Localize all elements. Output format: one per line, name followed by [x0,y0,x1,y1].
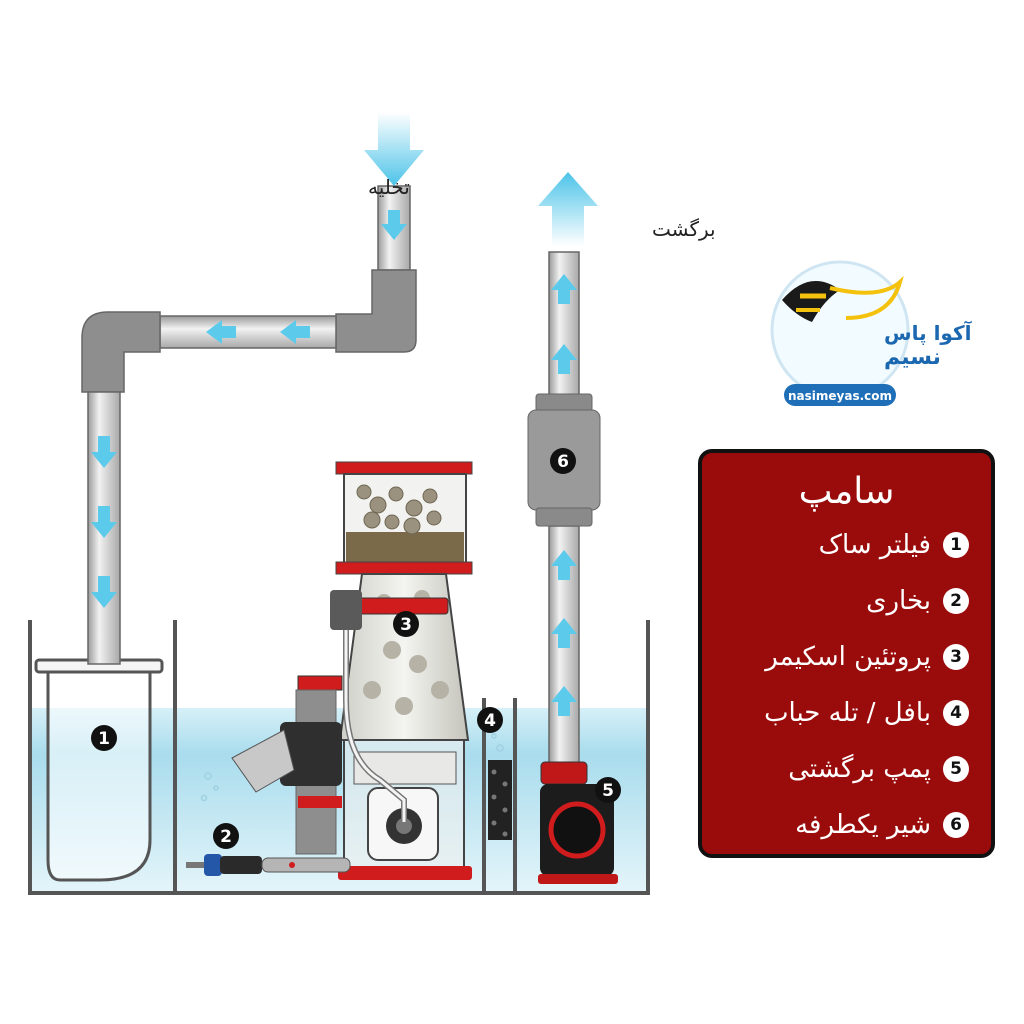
marker-1: 1 [91,725,117,751]
heater [186,854,351,876]
drain-pipe [81,185,417,665]
marker-2: 2 [213,823,239,849]
legend-item: 4 بافل / تله حباب [702,685,991,741]
return-label: برگشت [652,217,716,241]
logo-url: nasimeyas.com [788,389,892,403]
brand-logo: آکوا پاس نسیم nasimeyas.com [770,260,973,406]
legend-text: فیلتر ساک [818,530,931,560]
legend-panel: سامپ 1 فیلتر ساک 2 بخاری 3 پروتئین اسکیم… [698,449,995,858]
filter-sock [34,658,164,882]
legend-number: 1 [943,532,969,558]
logo-brand-line1: آکوا پاس [884,320,973,346]
legend-item: 1 فیلتر ساک [702,517,991,573]
legend-text: بافل / تله حباب [764,698,931,728]
svg-text:1: 1 [98,729,110,749]
legend-number: 5 [943,756,969,782]
svg-text:3: 3 [400,615,412,635]
legend-item: 3 پروتئین اسکیمر [702,629,991,685]
logo-brand-line2: نسیم [884,345,941,370]
legend-text: پروتئین اسکیمر [765,642,931,672]
svg-text:4: 4 [484,711,496,731]
legend-text: شیر یکطرفه [795,810,931,840]
air-bubbles [200,733,504,802]
marker-6: 6 [550,448,576,474]
legend-item: 2 بخاری [702,573,991,629]
svg-text:5: 5 [602,781,614,801]
legend-text: پمپ برگشتی [788,754,931,784]
legend-item: 6 شیر یکطرفه [702,797,991,853]
drain-flow-arrows [91,112,424,608]
sump-tank [28,620,650,895]
marker-3: 3 [393,611,419,637]
return-flow-arrows [538,172,598,716]
protein-skimmer [231,461,473,880]
drain-label: تخلیه [368,175,410,199]
legend-number: 2 [943,588,969,614]
marker-4: 4 [477,707,503,733]
legend-text: بخاری [866,586,931,616]
legend-number: 3 [943,644,969,670]
legend-number: 4 [943,700,969,726]
return-pump [538,761,618,884]
svg-text:6: 6 [557,452,569,472]
marker-5: 5 [595,777,621,803]
legend-item: 5 پمپ برگشتی [702,741,991,797]
svg-text:2: 2 [220,827,232,847]
legend-number: 6 [943,812,969,838]
legend-title: سامپ [798,471,895,512]
bubble-trap [488,760,512,840]
